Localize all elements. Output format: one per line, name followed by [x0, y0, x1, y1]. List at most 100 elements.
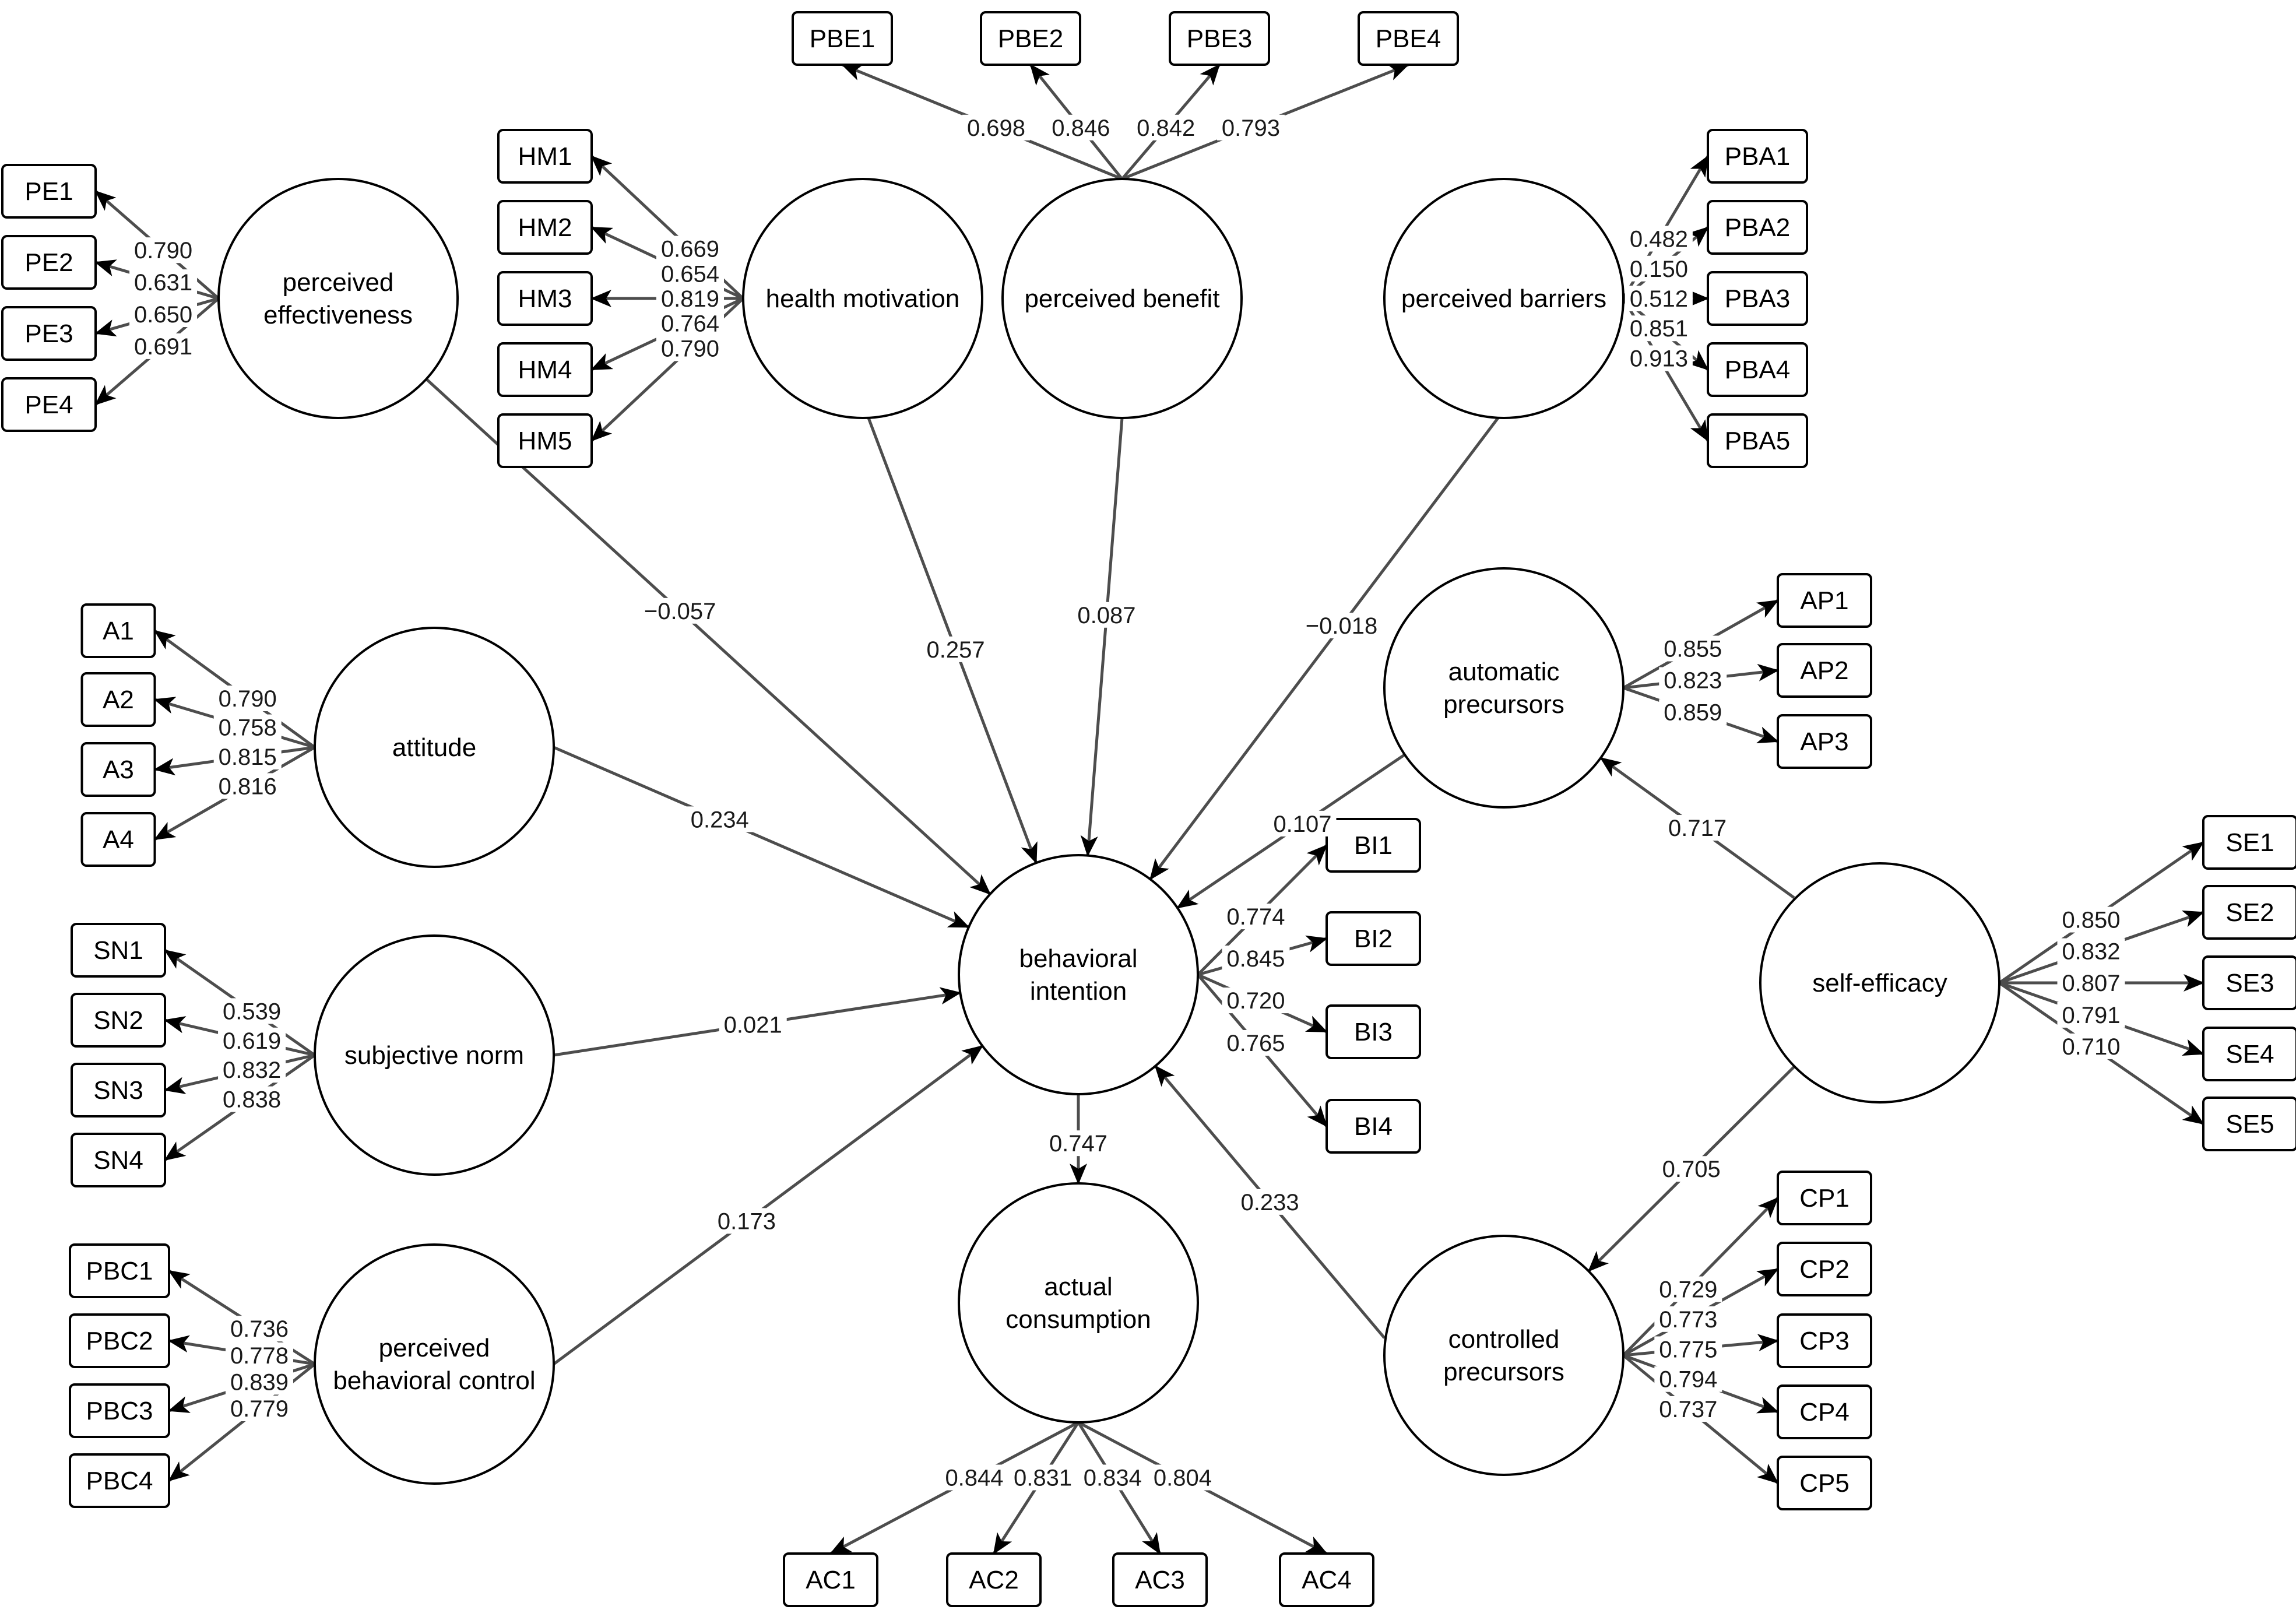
indicator-se3: SE3 — [2202, 955, 2296, 1010]
indicator-label: A4 — [103, 825, 134, 854]
indicator-label: PBE1 — [810, 24, 875, 53]
indicator-ap3: AP3 — [1777, 714, 1872, 769]
indicator-label: SN1 — [93, 936, 143, 965]
indicator-pbc1: PBC1 — [69, 1243, 170, 1298]
latent-circle — [314, 934, 555, 1176]
loading-label-se1-text: 0.850 — [2062, 908, 2120, 933]
indicator-box — [1777, 643, 1872, 698]
path-coef-bi-to-ac-text: 0.747 — [1049, 1131, 1107, 1157]
loading-label-se1: 0.850 — [2057, 906, 2125, 933]
indicator-box — [1325, 1004, 1421, 1059]
loading-label-pbe1-text: 0.698 — [967, 115, 1025, 141]
loading-label-pbe2-text: 0.846 — [1052, 115, 1110, 141]
loading-label-hm3-text: 0.819 — [661, 286, 719, 312]
indicator-pe4: PE4 — [1, 377, 97, 432]
loading-label-pba5: 0.913 — [1625, 345, 1693, 371]
latent-label: health motivation — [766, 284, 960, 313]
indicator-box — [2202, 955, 2296, 1010]
indicator-pe3: PE3 — [1, 306, 97, 361]
loading-label-cp5: 0.737 — [1654, 1396, 1722, 1422]
indicator-label: AC4 — [1302, 1566, 1352, 1594]
indicator-label: PBA1 — [1725, 142, 1791, 171]
loading-label-pe3: 0.650 — [129, 301, 198, 328]
loading-label-a4: 0.816 — [213, 773, 282, 799]
indicator-box — [1777, 1456, 1872, 1510]
loading-label-bi4-text: 0.765 — [1226, 1031, 1285, 1056]
loading-label-pba5-text: 0.913 — [1630, 346, 1688, 371]
indicator-bi2: BI2 — [1325, 911, 1421, 966]
indicator-label: PBE3 — [1187, 24, 1253, 53]
indicator-label: SN4 — [93, 1146, 143, 1175]
loading-label-sn3-text: 0.832 — [223, 1057, 281, 1083]
loading-label-pbe3-text: 0.842 — [1137, 115, 1195, 141]
indicator-label: AC1 — [806, 1566, 856, 1594]
indicator-box — [1169, 11, 1270, 66]
latent-circle — [1001, 178, 1243, 419]
indicator-pbe2: PBE2 — [980, 11, 1081, 66]
loading-label-cp1-text: 0.729 — [1659, 1277, 1717, 1303]
path-coef-sn-to-bi-text: 0.021 — [724, 1013, 782, 1038]
path-coef-pe-to-bi-text: −0.057 — [644, 599, 716, 624]
indicator-ap1: AP1 — [1777, 573, 1872, 628]
loading-label-pbe3: 0.842 — [1132, 114, 1200, 141]
latent-circle — [1383, 1235, 1625, 1476]
latent-circle — [314, 627, 555, 868]
indicator-box — [792, 11, 893, 66]
latent-circle — [314, 1243, 555, 1485]
loading-label-se4-text: 0.791 — [2062, 1003, 2120, 1028]
loading-label-pba3-text: 0.512 — [1630, 286, 1688, 312]
path-coef-hm-to-bi: 0.257 — [922, 636, 990, 663]
indicator-pe1: PE1 — [1, 164, 97, 219]
indicator-pbe3: PBE3 — [1169, 11, 1270, 66]
indicator-box — [783, 1552, 878, 1607]
loading-label-ac4: 0.804 — [1148, 1464, 1216, 1491]
indicator-box — [1777, 1313, 1872, 1368]
latent-circle — [958, 854, 1199, 1095]
indicator-label: PE4 — [24, 391, 73, 419]
path-coef-pe-to-bi: −0.057 — [639, 598, 720, 624]
indicator-hm1: HM1 — [497, 129, 593, 184]
loading-label-cp3-text: 0.775 — [1659, 1337, 1717, 1363]
indicator-hm3: HM3 — [497, 271, 593, 326]
indicator-box — [80, 672, 156, 727]
loading-label-ac2-text: 0.831 — [1014, 1466, 1072, 1491]
latent-se: self-efficacy — [1759, 862, 2000, 1104]
indicator-bi1: BI1 — [1325, 818, 1421, 873]
indicator-sn2: SN2 — [71, 993, 166, 1048]
indicator-box — [1707, 342, 1808, 397]
indicator-label: SE4 — [2225, 1040, 2274, 1069]
loading-label-pbc3-text: 0.839 — [230, 1369, 289, 1395]
loading-label-cp1: 0.729 — [1654, 1276, 1722, 1303]
indicator-box — [497, 271, 593, 326]
indicator-label: SE2 — [2225, 898, 2274, 927]
path-coef-se-to-cp-text: 0.705 — [1662, 1157, 1721, 1182]
path-coef-se-to-ap-text: 0.717 — [1668, 816, 1727, 841]
loading-label-pba2-text: 0.150 — [1630, 256, 1688, 282]
latent-att: attitude — [314, 627, 555, 868]
loading-label-se5-text: 0.710 — [2062, 1034, 2120, 1060]
latent-circle — [1383, 567, 1625, 809]
loading-label-bi1: 0.774 — [1222, 904, 1290, 930]
indicator-box — [1, 377, 97, 432]
indicator-pbc4: PBC4 — [69, 1453, 170, 1508]
loading-label-pe4: 0.691 — [129, 333, 198, 360]
indicator-box — [1325, 818, 1421, 873]
indicator-label: CP2 — [1799, 1255, 1850, 1284]
indicator-ac2: AC2 — [946, 1552, 1042, 1607]
indicator-label: BI3 — [1354, 1018, 1393, 1046]
loading-label-sn1: 0.539 — [218, 998, 286, 1024]
indicator-cp5: CP5 — [1777, 1456, 1872, 1510]
indicator-box — [80, 603, 156, 658]
loading-label-cp3: 0.775 — [1654, 1336, 1722, 1363]
indicator-box — [1279, 1552, 1374, 1607]
loading-label-bi4: 0.765 — [1222, 1030, 1290, 1056]
path-coef-pbc-to-bi-text: 0.173 — [718, 1208, 776, 1234]
latent-hm: health motivation — [742, 178, 983, 419]
indicator-se4: SE4 — [2202, 1027, 2296, 1081]
latent-label: behavioral — [1019, 944, 1137, 973]
loading-label-sn4-text: 0.838 — [223, 1087, 281, 1113]
indicator-se5: SE5 — [2202, 1097, 2296, 1151]
